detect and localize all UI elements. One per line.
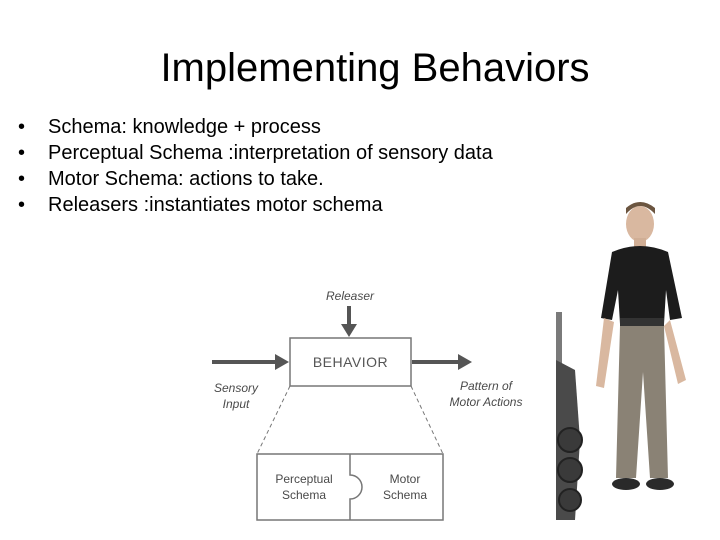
releaser-label: Releaser [325,289,375,303]
sensory-input-line1: Sensory [213,381,259,395]
bullet-item: • Releasers :instantiates motor schema [18,192,493,218]
slide-title: Implementing Behaviors [160,46,590,90]
releaser-arrow [341,306,357,337]
sensory-input-arrow [212,354,289,370]
sensory-input-line2: Input [222,397,250,411]
motor-schema-line1: Motor [389,472,421,486]
bullet-marker: • [18,142,26,164]
motor-actions-line1: Pattern of [459,379,513,393]
bullet-text: Releasers :instantiates motor schema [48,194,383,216]
perceptual-schema-line1: Perceptual [275,472,333,486]
motor-actions-label: Pattern of Motor Actions [438,378,534,410]
motor-schema-line2: Schema [382,488,428,502]
robot-image [556,312,583,520]
bullet-text: Perceptual Schema :interpretation of sen… [48,142,493,164]
bullet-item: • Motor Schema: actions to take. [18,166,493,192]
bullet-marker: • [18,194,26,216]
expansion-line-right [410,385,444,455]
bullet-text: Motor Schema: actions to take. [48,168,324,190]
person-image [596,202,686,490]
puzzle-divider [349,454,363,520]
sensory-input-label: Sensory Input [196,380,276,412]
bullet-marker: • [18,116,26,138]
perceptual-schema-line2: Schema [281,488,327,502]
bullet-list: • Schema: knowledge + process • Perceptu… [18,114,493,218]
expansion-line-left [256,385,291,455]
bullet-marker: • [18,168,26,190]
behavior-label: BEHAVIOR [312,354,389,370]
bullet-text: Schema: knowledge + process [48,116,321,138]
motor-actions-line2: Motor Actions [449,395,523,409]
bullet-item: • Schema: knowledge + process [18,114,493,140]
motor-output-arrow [412,354,472,370]
perceptual-schema-label: Perceptual Schema [260,471,348,503]
motor-schema-label: Motor Schema [365,471,445,503]
bullet-item: • Perceptual Schema :interpretation of s… [18,140,493,166]
behavior-box [289,337,412,387]
